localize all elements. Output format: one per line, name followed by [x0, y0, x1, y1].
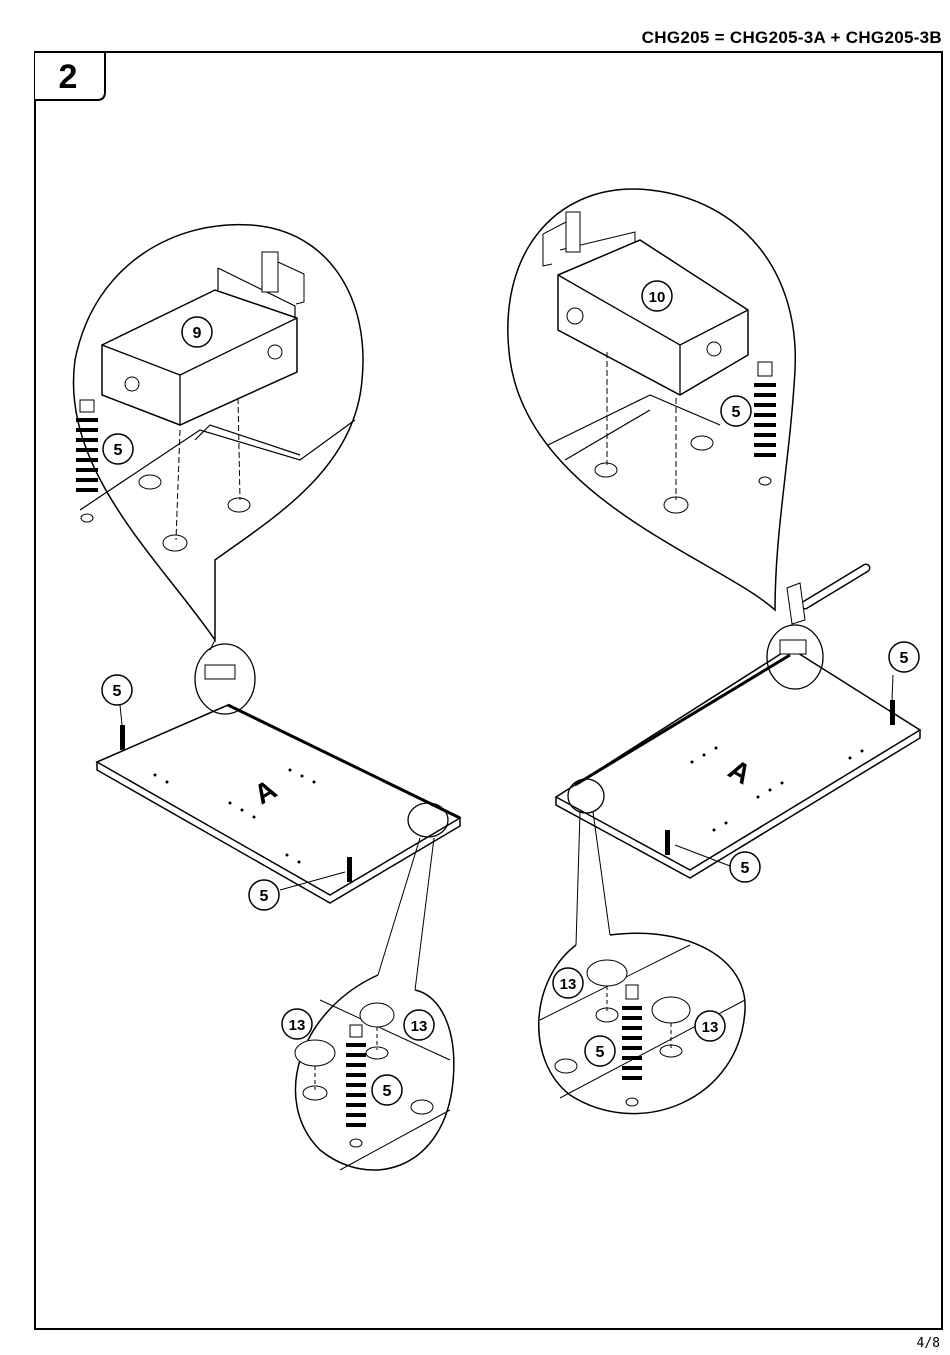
callout-13-left-b: 13	[411, 1018, 428, 1035]
step-number: 2	[59, 58, 78, 96]
callout-5-left-bottom: 5	[260, 888, 269, 905]
callout-13-right-a: 13	[560, 976, 577, 993]
page-number: 4/8	[917, 1336, 940, 1351]
callout-5-right-bottom: 5	[741, 860, 750, 877]
hammer-icon	[787, 568, 866, 624]
callout-13-left-a: 13	[289, 1017, 306, 1034]
zoom-detail-part-9: 9 5	[73, 225, 363, 640]
callout-9: 9	[193, 325, 202, 342]
panel-a-left: A	[97, 640, 460, 903]
callout-5-zoom-left: 5	[114, 442, 123, 459]
panel-a-right: A	[556, 625, 920, 878]
zoom-detail-part-13-right: 13 13 5	[539, 812, 745, 1114]
zoom-detail-part-13-left: 13 13 5	[282, 838, 454, 1170]
callout-5-right-top: 5	[900, 650, 909, 667]
callout-5-zoom-right: 5	[732, 404, 741, 421]
zoom-detail-part-10: 10 5	[508, 189, 795, 610]
callout-5-zoom-right-bottom: 5	[596, 1044, 605, 1061]
callout-5-zoom-left-bottom: 5	[383, 1083, 392, 1100]
callout-10: 10	[649, 289, 666, 306]
screw-part-5-zoom-left	[76, 400, 98, 522]
callout-5-left-top: 5	[113, 683, 122, 700]
callout-13-right-b: 13	[702, 1019, 719, 1036]
